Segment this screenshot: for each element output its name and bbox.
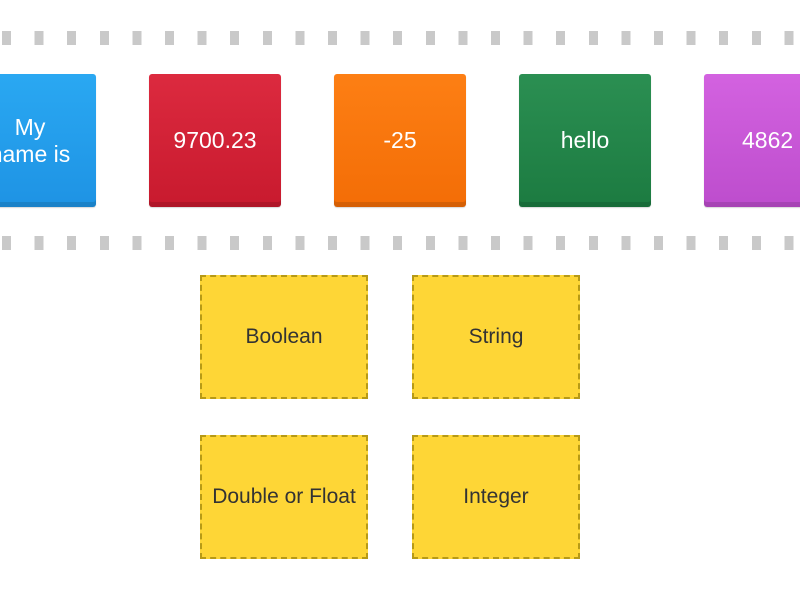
drop-zone-label: Double or Float <box>212 485 356 508</box>
drop-zone-label: Boolean <box>245 325 323 348</box>
drop-zone-label: String <box>468 325 524 348</box>
drop-zone-label: Integer <box>463 485 529 508</box>
drop-zone-boolean[interactable]: Boolean <box>200 275 368 399</box>
card-line: name is <box>0 140 71 167</box>
card-track-top-border <box>0 31 800 45</box>
drop-zone-double-or-float[interactable]: Double or Float <box>200 435 368 559</box>
draggable-card-my-name-is[interactable]: My name is <box>0 74 96 207</box>
card-text: My name is <box>0 114 70 167</box>
draggable-card-minus-25[interactable]: -25 <box>334 74 466 207</box>
drop-zone-string[interactable]: String <box>412 275 580 399</box>
draggable-card-4862[interactable]: 4862 <box>704 74 800 207</box>
card-track-bottom-border <box>0 236 800 250</box>
draggable-card-hello[interactable]: hello <box>519 74 651 207</box>
card-label: hello <box>560 127 610 154</box>
card-label: 4862 <box>742 127 794 154</box>
card-label: -25 <box>383 127 417 154</box>
draggable-card-9700-23[interactable]: 9700.23 <box>149 74 281 207</box>
card-label: 9700.23 <box>173 127 257 154</box>
card-line: My <box>14 114 46 141</box>
drop-zone-integer[interactable]: Integer <box>412 435 580 559</box>
